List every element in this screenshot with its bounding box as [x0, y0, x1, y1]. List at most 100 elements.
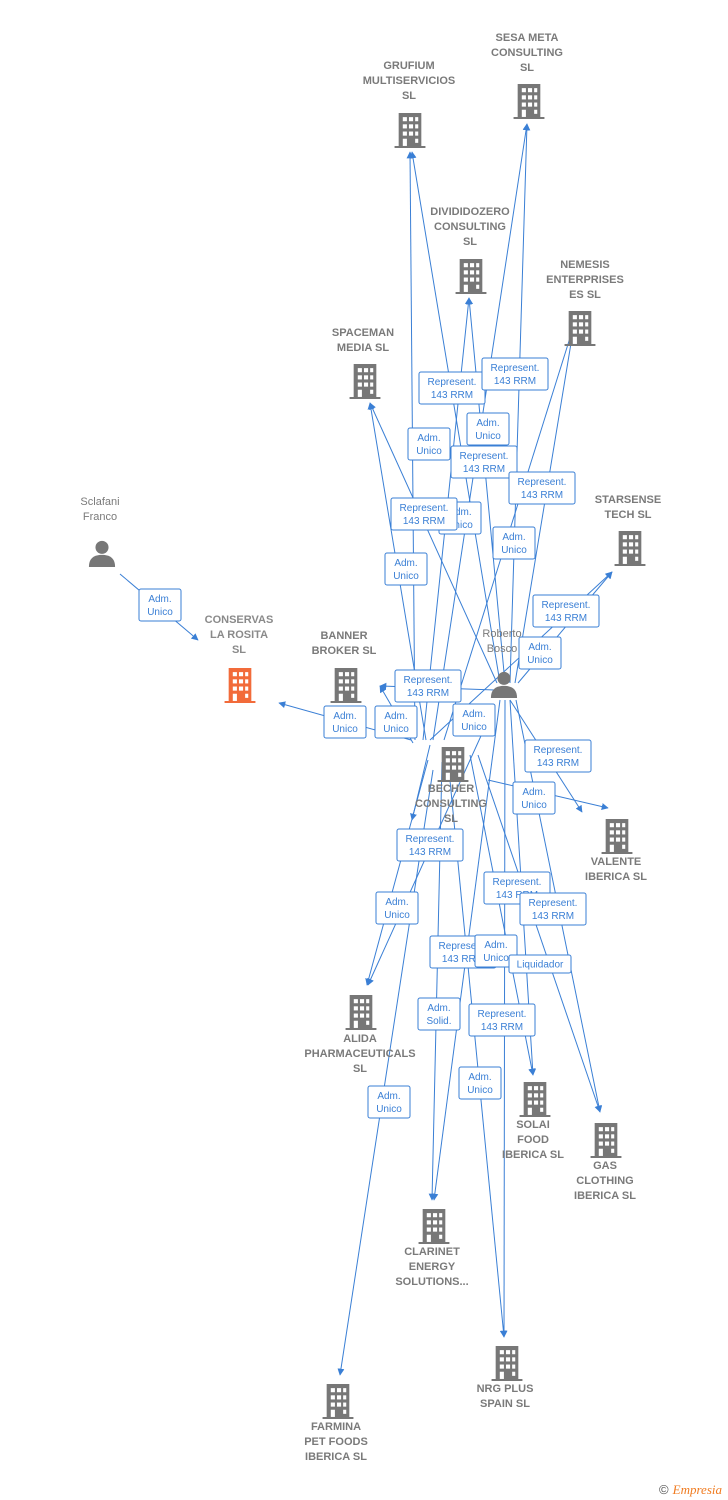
relation-label-text: Represent.: [493, 877, 542, 888]
relation-label-text: Represent.: [439, 941, 488, 952]
relation-label[interactable]: Adm. Unico: [518, 636, 562, 670]
building-icon: [418, 1209, 450, 1244]
relation-label-text: Adm.: [417, 433, 440, 444]
relation-label-text: Unico: [475, 431, 501, 442]
relation-label[interactable]: Adm. Unico: [407, 427, 451, 461]
relation-label[interactable]: Adm.Unico: [323, 705, 367, 739]
relation-edge: [466, 297, 506, 684]
relation-label[interactable]: Adm.Unico: [512, 781, 556, 815]
relation-label-text: Represent.: [404, 675, 453, 686]
node-label: ENTERPRISES: [546, 274, 624, 286]
relation-label-box: [524, 739, 592, 773]
relation-label[interactable]: Represent.143 RRM: [394, 669, 462, 703]
relation-label-text: Adm.: [448, 507, 471, 518]
relation-label-box: [468, 1003, 536, 1037]
company-node-clarinet[interactable]: CLARINETENERGYSOLUTIONS...: [395, 1209, 469, 1288]
relation-label-text: Unico: [376, 1104, 402, 1115]
relation-label[interactable]: Adm. Unico: [367, 1085, 411, 1119]
relation-label-box: [417, 997, 461, 1031]
relation-label[interactable]: Represent.143 RRM: [418, 371, 486, 405]
relation-label-text: 143 RRM: [496, 890, 538, 901]
relation-label-text: Adm.: [528, 642, 551, 653]
relation-label[interactable]: Represent.143 RRM: [450, 445, 518, 479]
node-label: Roberto: [482, 628, 521, 640]
relation-label-box: [390, 497, 458, 531]
relation-label-text: Unico: [416, 446, 442, 457]
relation-label[interactable]: Represent.143 RRM: [524, 739, 592, 773]
relation-label-text: 143 RRM: [545, 613, 587, 624]
building-icon: [491, 1346, 523, 1381]
node-label: VALENTE: [591, 856, 642, 868]
node-label: IBERICA SL: [502, 1149, 564, 1161]
relation-label[interactable]: Represent.143 RRM: [390, 497, 458, 531]
relation-label[interactable]: Adm.Unico: [492, 526, 536, 560]
relation-label[interactable]: Represent.143 RRM: [396, 828, 464, 862]
relation-label[interactable]: Adm.Solid.: [417, 997, 461, 1031]
relation-label[interactable]: Represent.143 RRM: [519, 892, 587, 926]
node-label: FOOD: [517, 1134, 549, 1146]
relation-label[interactable]: Adm.Unico: [384, 552, 428, 586]
building-icon: [437, 747, 469, 782]
relation-label-text: Represent.: [542, 600, 591, 611]
relation-label-text: Unico: [384, 910, 410, 921]
relation-label[interactable]: Adm.Unico: [466, 412, 510, 446]
relation-label[interactable]: Represent. 143 RRM: [532, 594, 600, 628]
node-label: NRG PLUS: [477, 1383, 534, 1395]
relation-label[interactable]: Adm.Unico: [458, 1066, 502, 1100]
relation-label[interactable]: Adm.Unico: [374, 705, 418, 739]
relation-label-text: Adm.: [468, 1072, 491, 1083]
relation-label-text: Represent.: [478, 1009, 527, 1020]
relation-label-text: Unico: [521, 800, 547, 811]
node-label: FARMINA: [311, 1421, 361, 1433]
relation-label[interactable]: Adm. Unico: [375, 891, 419, 925]
building-icon: [590, 1123, 622, 1158]
building-icon: [601, 819, 633, 854]
relation-label-box: [396, 828, 464, 862]
relation-label[interactable]: Represent.143 RRM: [468, 1003, 536, 1037]
building-icon: [394, 113, 426, 148]
relation-label-text: 143 RRM: [431, 390, 473, 401]
relation-label-text: Unico: [527, 655, 553, 666]
node-label: SL: [520, 62, 534, 74]
node-label: Sclafani: [80, 496, 119, 508]
brand-logo: Empresia: [672, 1482, 722, 1497]
relation-label-text: Unico: [501, 545, 527, 556]
relation-label-text: Adm.: [377, 1091, 400, 1102]
relation-label-text: Adm.: [385, 897, 408, 908]
node-label: BANNER: [320, 630, 367, 642]
building-icon: [513, 84, 545, 119]
footer-brand[interactable]: ©Empresia: [659, 1482, 722, 1498]
relation-label[interactable]: Represent.143 RRM: [508, 471, 576, 505]
relation-label[interactable]: Adm.Unico: [452, 703, 496, 737]
relation-label[interactable]: Adm.Unico: [138, 588, 182, 622]
person-icon: [88, 540, 116, 567]
relation-label[interactable]: Adm.Unico: [474, 934, 518, 968]
relation-edge: [477, 754, 602, 1113]
relation-edge: [409, 151, 501, 684]
relation-label-text: Adm.: [384, 711, 407, 722]
relation-label[interactable]: Represent.143 RRM: [481, 357, 549, 391]
relation-label[interactable]: Liquidador: [508, 954, 572, 974]
node-label: Franco: [83, 511, 117, 523]
relation-label-text: Unico: [332, 724, 358, 735]
relation-label-text: Adm.: [394, 558, 417, 569]
relation-label-text: Solid.: [426, 1016, 451, 1027]
relation-edge: [369, 402, 498, 684]
